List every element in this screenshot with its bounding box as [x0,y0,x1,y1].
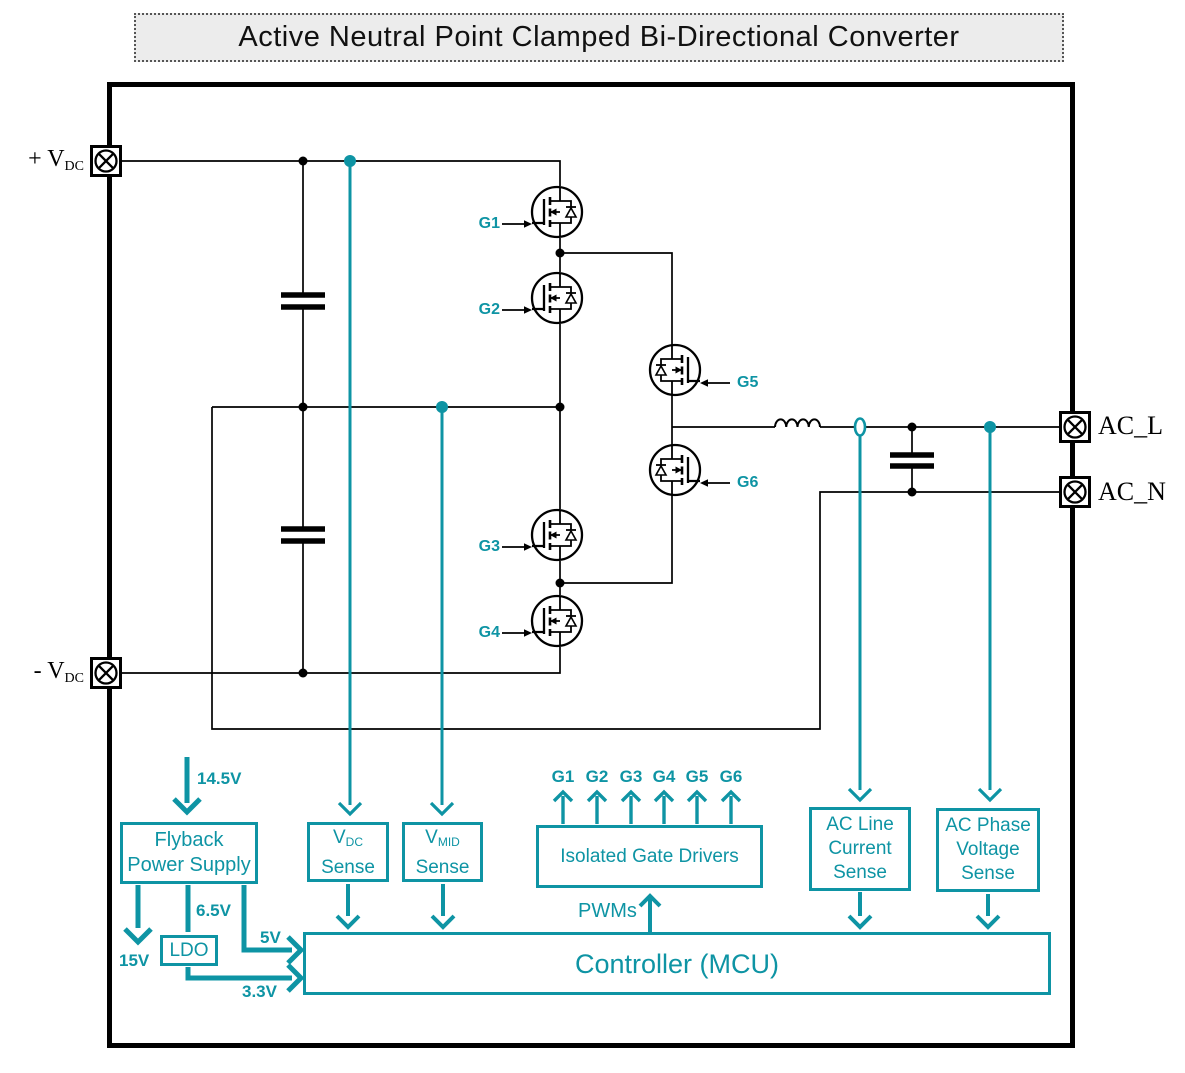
ac-current-line2: Current [828,838,892,859]
mosfet-q4-icon [530,594,584,648]
sense-lines [337,165,1003,817]
label-14-5v: 14.5V [197,769,242,788]
driver-gate-label-g3: G3 [619,767,643,786]
block-output-arrows [335,884,1001,932]
driver-gate-label-g5: G5 [685,767,709,786]
gate-arrows [502,223,730,634]
gate-label-g1: G1 [478,215,500,232]
ac-voltage-line3: Sense [961,863,1015,884]
mosfet-q6-icon [648,443,702,497]
gate-drivers-label: Isolated Gate Drivers [560,846,739,867]
ac-voltage-line1: AC Phase [945,815,1031,836]
gate-arrowheads [524,220,708,637]
ac-line-current-sense-block: AC Line Current Sense [809,807,911,891]
ac-current-line1: AC Line [826,814,894,835]
flyback-line1: Flyback [154,829,224,851]
driver-gate-label-g2: G2 [585,767,609,786]
vmid-sense-line2: Sense [415,856,470,878]
terminal-vdc-minus-icon [90,657,122,689]
vmid-sense-block: VMID Sense [402,822,483,882]
gate-label-g5: G5 [737,374,759,391]
flyback-line2: Power Supply [127,854,251,876]
pwms-label: PWMs [578,900,637,922]
vdc-plus-label: + VDC [28,146,84,174]
ac-phase-voltage-sense-block: AC Phase Voltage Sense [936,808,1040,892]
output-inductor-icon [774,418,821,428]
label-3-3v: 3.3V [242,982,277,1001]
ac-l-label: AC_L [1098,411,1163,440]
vdc-sense-block: VDC Sense [307,822,389,882]
vdc-sense-line1: VDC [332,826,364,849]
dc-bus-wires [119,160,1061,730]
mosfet-q5-icon [648,343,702,397]
sense-tap-dots [344,155,996,433]
dc-link-capacitor-bottom-icon [281,526,325,544]
label-6-5v: 6.5V [196,901,231,920]
ac-filter-capacitor-icon [890,452,934,469]
junction-dots [298,156,917,678]
mosfet-q2-icon [530,271,584,325]
ldo-label: LDO [169,940,209,961]
vdc-minus-label: - VDC [33,658,84,686]
gate-label-g4: G4 [478,624,500,641]
gate-label-g6: G6 [737,474,759,491]
current-sensor-loop-icon [853,417,867,437]
diagram-title: Active Neutral Point Clamped Bi-Directio… [134,13,1064,62]
vmid-sense-line1: VMID [425,826,460,849]
driver-gate-label-g6: G6 [719,767,743,786]
ac-n-label: AC_N [1098,477,1166,506]
vdc-sense-line2: Sense [321,856,375,878]
label-15v: 15V [119,951,150,970]
ac-current-line3: Sense [833,862,887,883]
gate-label-g2: G2 [478,301,500,318]
supply-rail-arrows [123,757,305,993]
driver-gate-label-g4: G4 [652,767,676,786]
terminal-vdc-plus-icon [90,145,122,177]
driver-gate-arrows [552,789,742,824]
gate-label-g3: G3 [478,538,500,555]
dc-link-capacitor-top-icon [281,292,325,310]
mosfet-q1-icon [530,185,584,239]
ldo-block: LDO [160,935,218,966]
label-5v: 5V [260,928,281,947]
converter-boundary [107,82,1075,1048]
controller-mcu-block: Controller (MCU) [303,932,1051,995]
terminal-ac-l-icon [1059,411,1091,443]
isolated-gate-drivers-block: Isolated Gate Drivers [536,825,763,888]
driver-gate-label-g1: G1 [551,767,575,786]
ac-voltage-line2: Voltage [956,839,1020,860]
flyback-power-supply-block: Flyback Power Supply [120,822,258,884]
mosfet-q3-icon [530,508,584,562]
terminal-ac-n-icon [1059,476,1091,508]
controller-label: Controller (MCU) [574,948,780,979]
